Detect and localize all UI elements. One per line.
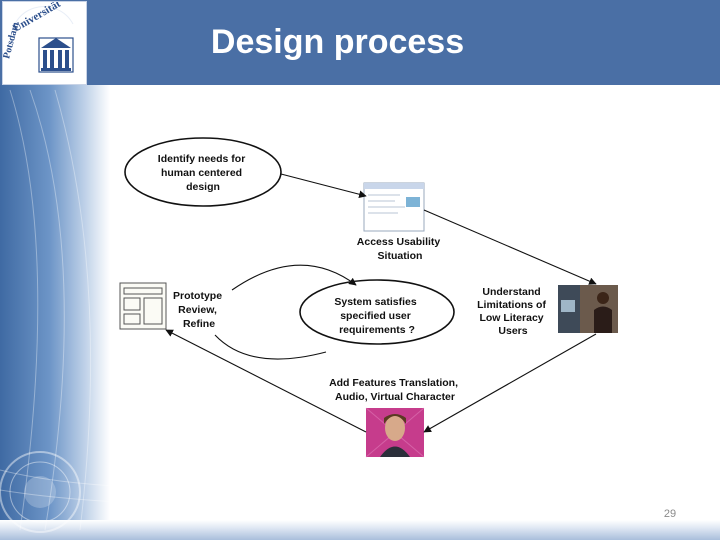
users-photo xyxy=(558,285,618,333)
torino-seal-icon xyxy=(0,451,81,533)
university-seal-icon: Universität Potsdam xyxy=(1,0,74,73)
prototype-line: Prototype xyxy=(173,290,222,302)
identify-needs-line: Identify needs for xyxy=(158,153,246,165)
arrow-identify-to-access xyxy=(280,173,367,198)
page-number: 29 xyxy=(663,508,677,520)
identify-needs-label: Identify needs for human centered design xyxy=(158,153,248,193)
understand-limitations-line: Understand xyxy=(482,286,540,298)
arrow-features-to-prototype xyxy=(165,329,367,433)
prototype-line: Review, xyxy=(178,304,217,316)
understand-limitations-label: Understand Limitations of Low Literacy U… xyxy=(477,286,549,337)
access-usability-line: Situation xyxy=(378,250,423,262)
decorative-swoosh xyxy=(0,89,720,531)
process-arrows xyxy=(165,173,597,433)
understand-limitations-line: Low Literacy xyxy=(479,312,543,324)
identify-needs-line: human centered xyxy=(161,167,242,179)
identify-needs-ellipse xyxy=(124,137,282,207)
slide-title: Design process xyxy=(210,23,465,61)
arrow-loop-back xyxy=(214,334,327,360)
access-usability-line: Access Usability xyxy=(357,236,441,248)
add-features-line: Audio, Virtual Character xyxy=(335,391,455,403)
prototype-label: Prototype Review, Refine xyxy=(173,290,225,330)
add-features-line: Add Features Translation, xyxy=(329,377,458,389)
decorative-bottom-band xyxy=(0,520,720,540)
system-satisfies-line: System satisfies xyxy=(334,296,416,308)
system-satisfies-label: System satisfies specified user requirem… xyxy=(334,296,419,336)
usability-screenshot-icon xyxy=(363,182,425,232)
system-satisfies-line: specified user xyxy=(340,310,411,322)
header-bar: Universität Potsdam Design process xyxy=(0,0,720,85)
arrow-understand-to-features xyxy=(423,333,597,433)
identify-needs-line: design xyxy=(186,181,220,193)
prototype-sketch-icon xyxy=(119,282,167,330)
prototype-line: Refine xyxy=(183,318,215,330)
access-usability-label: Access Usability Situation xyxy=(357,236,443,262)
decorative-left-band xyxy=(0,85,110,540)
arrow-access-to-understand xyxy=(423,209,597,285)
understand-limitations-line: Users xyxy=(498,325,527,337)
understand-limitations-line: Limitations of xyxy=(477,299,546,311)
arrow-loop-to-satisfies xyxy=(231,264,357,291)
add-features-label: Add Features Translation, Audio, Virtual… xyxy=(329,377,461,403)
system-satisfies-ellipse xyxy=(299,279,455,345)
university-logo: Universität Potsdam xyxy=(1,0,87,85)
virtual-character-image xyxy=(365,407,425,458)
system-satisfies-line: requirements ? xyxy=(339,324,415,336)
